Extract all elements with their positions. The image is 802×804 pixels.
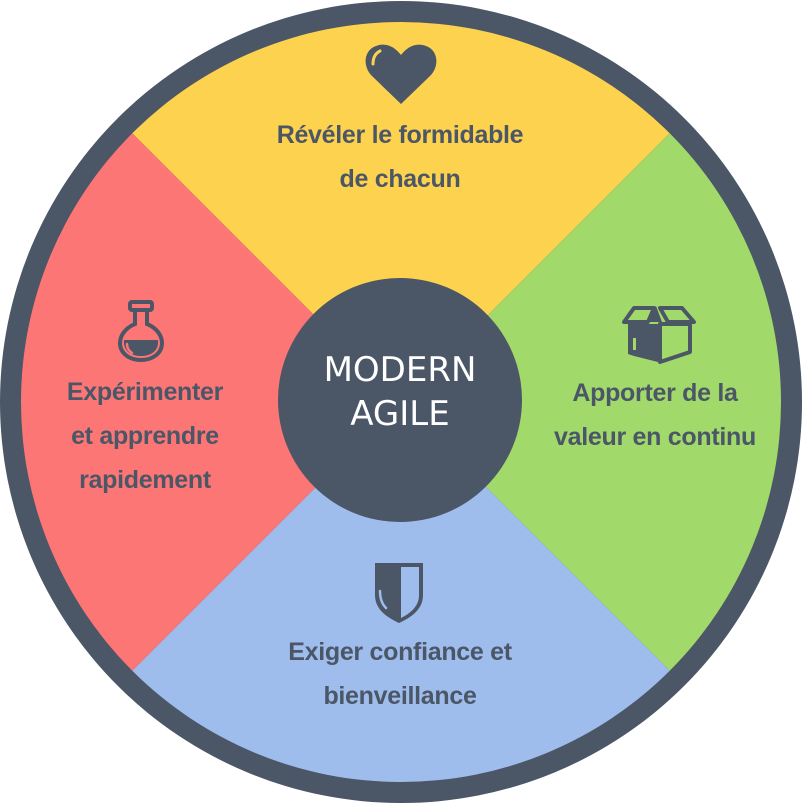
- segment-left-line-3: rapidement: [79, 466, 211, 494]
- segment-bottom-line-1: Exiger confiance et: [288, 638, 512, 666]
- segment-left-line-2: et apprendre: [71, 422, 219, 450]
- flask-icon: [117, 300, 165, 362]
- box-icon: [622, 306, 696, 364]
- segment-top-line-2: de chacun: [339, 165, 461, 193]
- segment-right-line-1: Apporter de la: [572, 379, 738, 407]
- segment-right: [401, 22, 781, 782]
- heart-icon: [365, 44, 437, 104]
- segment-top-label: Révéler le formidable de chacun: [200, 113, 600, 201]
- shield-icon: [375, 563, 423, 623]
- segment-bottom-label: Exiger confiance et bienveillance: [200, 630, 600, 718]
- segment-top: [21, 22, 781, 402]
- center-title: MODERN AGILE: [278, 348, 522, 436]
- segment-bottom-line-2: bienveillance: [323, 682, 477, 710]
- segment-right-line-2: valeur en continu: [554, 423, 756, 451]
- segment-left-label: Expérimenter et apprendre rapidement: [30, 370, 260, 502]
- segment-left: [21, 22, 401, 782]
- segment-left-line-1: Expérimenter: [66, 378, 224, 406]
- segment-right-label: Apporter de la valeur en continu: [530, 371, 780, 459]
- segment-top-line-1: Révéler le formidable: [276, 121, 524, 149]
- center-circle: [278, 278, 522, 522]
- center-title-line-1: MODERN: [323, 350, 477, 390]
- center-title-line-2: AGILE: [350, 394, 450, 434]
